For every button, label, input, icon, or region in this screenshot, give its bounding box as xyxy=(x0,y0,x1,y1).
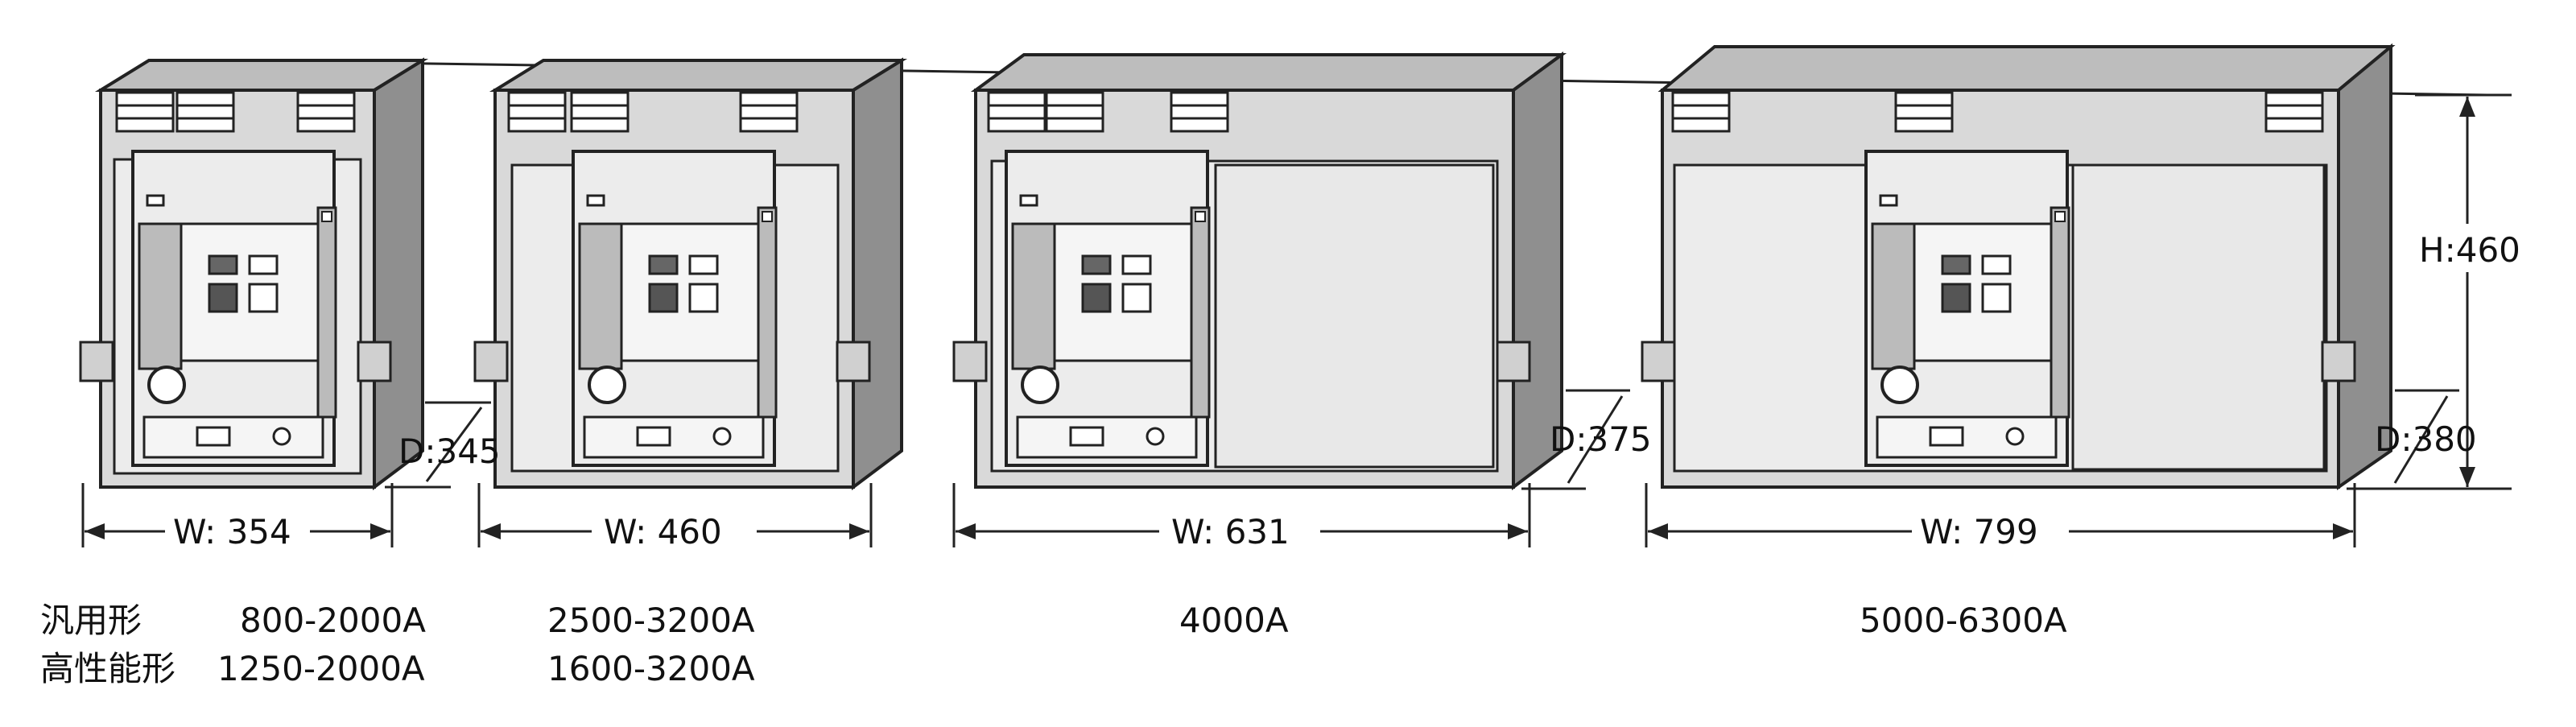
height-label: H:460 xyxy=(2419,230,2520,270)
width-label-3: W: 631 xyxy=(1171,512,1290,551)
width-dimension-3: W: 631 xyxy=(952,483,1531,551)
depth-label-1: D:345 xyxy=(398,432,501,471)
ratings-table: 汎用形 800-2000A 2500-3200A 4000A 5000-6300… xyxy=(40,601,2067,688)
rating-high-performance-1: 1250-2000A xyxy=(217,649,425,688)
cabinet-354 xyxy=(79,57,429,490)
rating-general-3: 4000A xyxy=(1179,601,1289,640)
width-dimension-1: W: 354 xyxy=(81,483,394,551)
width-label-4: W: 799 xyxy=(1920,512,2038,551)
row-label-high-performance: 高性能形 xyxy=(40,649,175,688)
width-dimension-2: W: 460 xyxy=(477,483,873,551)
width-dimension-4: W: 799 xyxy=(1645,483,2356,551)
rating-general-4: 5000-6300A xyxy=(1860,601,2067,640)
depth-dimension-3: D:380 xyxy=(2347,389,2477,490)
depth-label-2: D:375 xyxy=(1550,419,1652,459)
rating-general-2: 2500-3200A xyxy=(547,601,755,640)
depth-dimension-2: D:375 xyxy=(1521,389,1652,490)
width-label-1: W: 354 xyxy=(173,512,291,551)
depth-dimension-1: D:345 xyxy=(385,401,501,489)
height-dimension: H:460 xyxy=(2399,93,2532,490)
cabinet-460 xyxy=(473,57,908,490)
cabinet-631 xyxy=(952,52,1567,490)
width-label-2: W: 460 xyxy=(604,512,722,551)
row-label-general: 汎用形 xyxy=(40,601,142,640)
rating-high-performance-2: 1600-3200A xyxy=(547,649,755,688)
cabinet-799 xyxy=(1641,43,2396,490)
rating-general-1: 800-2000A xyxy=(240,601,426,640)
depth-label-3: D:380 xyxy=(2375,419,2477,459)
